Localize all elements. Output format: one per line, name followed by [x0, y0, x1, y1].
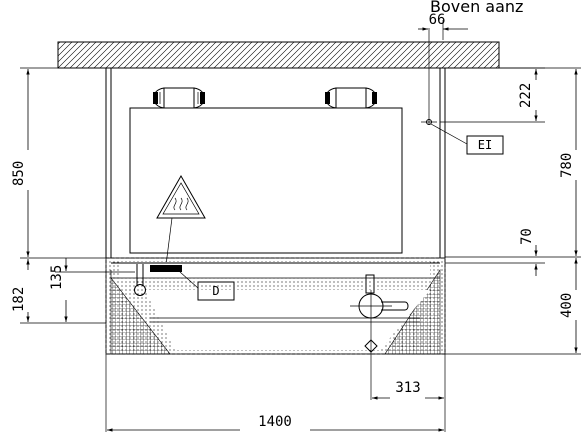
dimension-313: 313	[372, 354, 446, 405]
drain-strip	[150, 265, 182, 272]
duct-collar-left	[153, 87, 205, 109]
ceiling-slab	[57, 41, 500, 69]
dimension-135: 135	[49, 258, 135, 322]
d-label: D	[212, 284, 219, 298]
basin-body	[105, 257, 446, 355]
dim-182: 182	[11, 287, 27, 312]
el-marker: EI	[421, 28, 504, 155]
duct-collar-right	[325, 87, 377, 109]
dimension-222: 222	[440, 67, 545, 123]
dimension-66: 66	[418, 12, 468, 40]
dimension-70: 70	[445, 228, 581, 276]
dim-66: 66	[429, 12, 446, 28]
el-label: EI	[478, 138, 492, 152]
dim-850: 850	[11, 161, 27, 186]
dim-1400: 1400	[258, 414, 292, 430]
dimension-850: 850	[11, 67, 106, 259]
dimension-400: 400	[445, 258, 581, 355]
dim-400: 400	[559, 293, 575, 318]
dim-222: 222	[518, 83, 534, 108]
hood-frame	[105, 68, 446, 258]
dim-780: 780	[559, 153, 575, 178]
drain-outlet	[134, 264, 146, 296]
d-marker: D	[179, 271, 235, 301]
dimension-1400: 1400	[105, 354, 446, 432]
dim-135: 135	[49, 265, 65, 290]
valve	[350, 274, 409, 400]
dimension-182: 182	[11, 259, 106, 324]
dimension-780: 780	[499, 67, 581, 256]
dim-70: 70	[519, 228, 535, 245]
view-title: Boven aanz	[430, 0, 523, 16]
dim-313: 313	[395, 380, 420, 396]
hot-surface-warning-icon	[156, 174, 206, 266]
inner-panel	[129, 87, 403, 254]
